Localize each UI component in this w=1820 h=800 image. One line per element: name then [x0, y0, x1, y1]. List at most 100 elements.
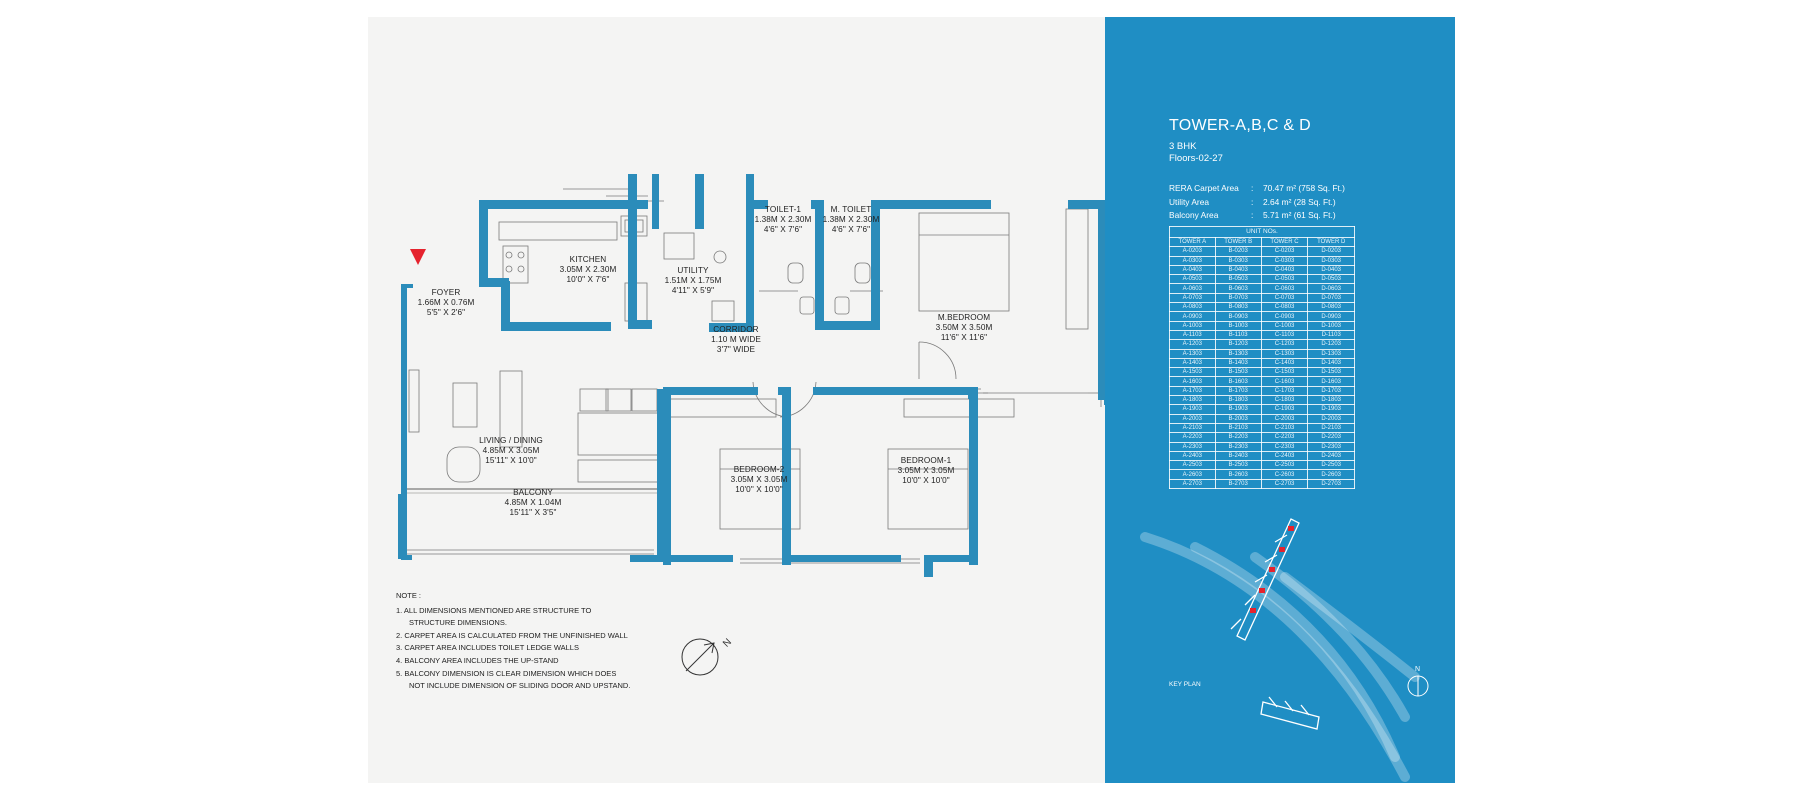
- unit-cell: D-2403: [1307, 450, 1355, 462]
- unit-caption: UNIT NOs.: [1169, 226, 1355, 238]
- unit-cell: D-1103: [1307, 329, 1355, 341]
- unit-cell: C-1103: [1260, 329, 1309, 341]
- note-4: 4. BALCONY AREA INCLUDES THE UP-STAND: [396, 655, 559, 665]
- unit-cell: B-0403: [1214, 264, 1262, 276]
- unit-cell: D-2503: [1307, 460, 1355, 471]
- unit-cell: A-1903: [1169, 404, 1216, 415]
- walls: [398, 174, 1105, 577]
- floor-plan-drawing: N: [398, 174, 1105, 676]
- unit-cell: A-0603: [1169, 283, 1216, 294]
- unit-cell: D-0203: [1307, 246, 1355, 257]
- unit-cell: B-2003: [1214, 413, 1262, 424]
- unit-cell: B-1303: [1214, 348, 1262, 359]
- sofa: [499, 370, 523, 448]
- unit-header: TOWER D: [1307, 236, 1355, 248]
- note-5-cont: NOT INCLUDE DIMENSION OF SLIDING DOOR AN…: [409, 681, 631, 691]
- bedroom2-bed: [719, 448, 801, 530]
- unit-cell: D-1503: [1307, 367, 1355, 378]
- unit-cell: D-2703: [1307, 478, 1355, 490]
- floors-range: Floors-02-27: [1169, 153, 1223, 164]
- bedroom1-bed: [887, 448, 969, 530]
- unit-cell: D-2203: [1307, 432, 1355, 443]
- unit-cell: D-1603: [1307, 376, 1355, 387]
- unit-cell: B-1803: [1214, 395, 1262, 406]
- area-colon: :: [1251, 210, 1254, 220]
- unit-cell: D-1303: [1307, 348, 1355, 359]
- key-plan-unit-markers: [1250, 526, 1294, 613]
- unit-cell: C-1803: [1260, 395, 1309, 406]
- toilet1-basin: [799, 296, 815, 315]
- unit-cell: C-1303: [1260, 348, 1309, 359]
- unit-cell: A-1603: [1169, 376, 1216, 387]
- unit-cell: B-0903: [1214, 311, 1262, 322]
- unit-cell: D-2103: [1307, 422, 1355, 434]
- unit-cell: A-1203: [1169, 339, 1216, 350]
- utility-fixture: [713, 250, 727, 264]
- unit-cell: B-1703: [1214, 385, 1262, 397]
- unit-cell: C-2003: [1260, 413, 1309, 424]
- unit-cell: D-1703: [1307, 385, 1355, 397]
- area-colon: :: [1251, 183, 1254, 193]
- unit-cell: D-0703: [1307, 292, 1355, 304]
- utility-washer: [663, 232, 695, 260]
- area-table: RERA Carpet Area:70.47 m² (758 Sq. Ft.) …: [1169, 182, 1345, 223]
- unit-cell: D-0803: [1307, 302, 1355, 313]
- unit-cell: A-2303: [1169, 441, 1216, 452]
- unit-cell: A-1703: [1169, 385, 1216, 397]
- unit-cell: A-0503: [1169, 274, 1216, 285]
- unit-cell: C-2503: [1260, 460, 1309, 471]
- unit-cell: A-2203: [1169, 432, 1216, 443]
- key-plan-label: KEY PLAN: [1169, 681, 1201, 688]
- compass-north-letter: N: [721, 637, 734, 650]
- mbed-wardrobe: [1065, 208, 1089, 330]
- unit-cell: D-0503: [1307, 274, 1355, 285]
- note-1: 1. ALL DIMENSIONS MENTIONED ARE STRUCTUR…: [396, 605, 592, 615]
- unit-cell: D-0303: [1307, 255, 1355, 266]
- key-plan-graphic: N: [1140, 518, 1429, 782]
- unit-cell: B-0703: [1214, 292, 1262, 304]
- compass: [681, 638, 719, 676]
- unit-cell: C-1003: [1260, 320, 1309, 331]
- unit-cell: A-1103: [1169, 329, 1216, 341]
- unit-cell: A-0203: [1169, 246, 1216, 257]
- entry-marker: [410, 249, 426, 265]
- unit-cell: D-2603: [1307, 469, 1355, 480]
- area-row: Balcony Area:5.71 m² (61 Sq. Ft.): [1169, 209, 1345, 223]
- kitchen-counter: [498, 221, 618, 241]
- unit-cell: A-0703: [1169, 292, 1216, 304]
- plan-notes: NOTE : 1. ALL DIMENSIONS MENTIONED ARE S…: [396, 590, 630, 693]
- unit-cell: A-1503: [1169, 367, 1216, 378]
- unit-cell: C-0703: [1260, 292, 1309, 304]
- tower-title: TOWER-A,B,C & D: [1169, 117, 1311, 134]
- unit-cell: B-2303: [1214, 441, 1262, 452]
- unit-cell: D-0403: [1307, 264, 1355, 276]
- unit-cell: A-0903: [1169, 311, 1216, 322]
- unit-cell: C-1403: [1260, 357, 1309, 369]
- bedroom1-wardrobe: [903, 398, 1015, 418]
- unit-header-row: TOWER A TOWER B TOWER C TOWER D: [1169, 236, 1355, 248]
- unit-cell: C-1203: [1260, 339, 1309, 350]
- unit-cell: B-1903: [1214, 404, 1262, 415]
- unit-cell: B-2103: [1214, 422, 1262, 434]
- unit-cell: B-1203: [1214, 339, 1262, 350]
- unit-cell: A-0403: [1169, 264, 1216, 276]
- area-row: Utility Area:2.64 m² (28 Sq. Ft.): [1169, 196, 1345, 210]
